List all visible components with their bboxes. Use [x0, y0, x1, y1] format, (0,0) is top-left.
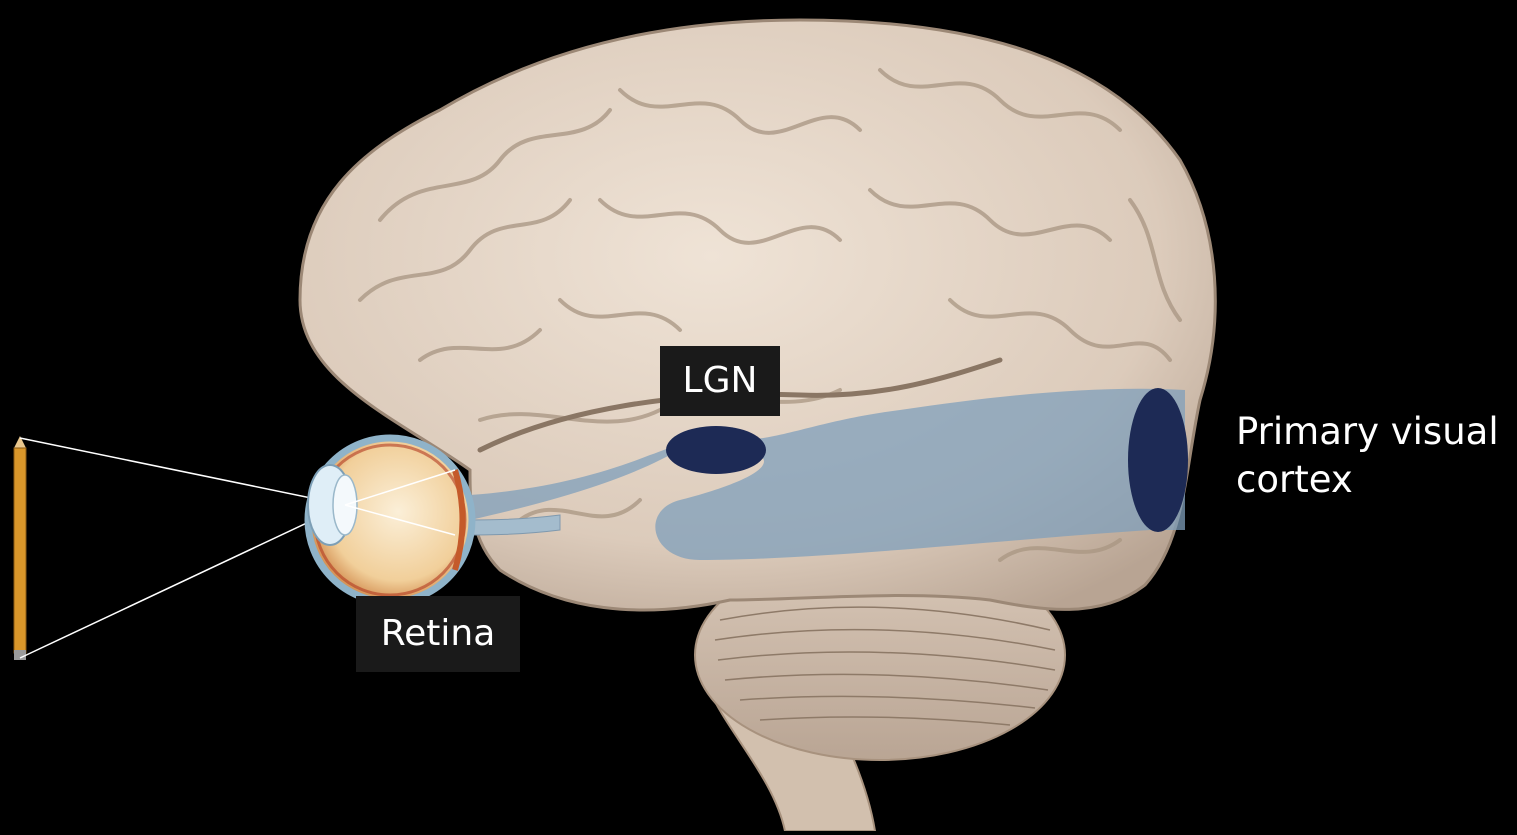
pencil-icon	[14, 436, 26, 660]
retina-label: Retina	[356, 596, 520, 672]
primary-visual-cortex-line2: cortex	[1236, 456, 1517, 504]
primary-visual-cortex-region	[1128, 388, 1188, 532]
eye-icon	[308, 438, 472, 602]
lgn-label-text: LGN	[683, 363, 758, 399]
retina-label-text: Retina	[381, 616, 496, 652]
primary-visual-cortex-label: Primary visual cortex	[1236, 408, 1517, 504]
lgn-label: LGN	[660, 346, 780, 416]
primary-visual-cortex-line1: Primary visual	[1236, 408, 1517, 456]
lgn-nucleus	[666, 426, 766, 474]
